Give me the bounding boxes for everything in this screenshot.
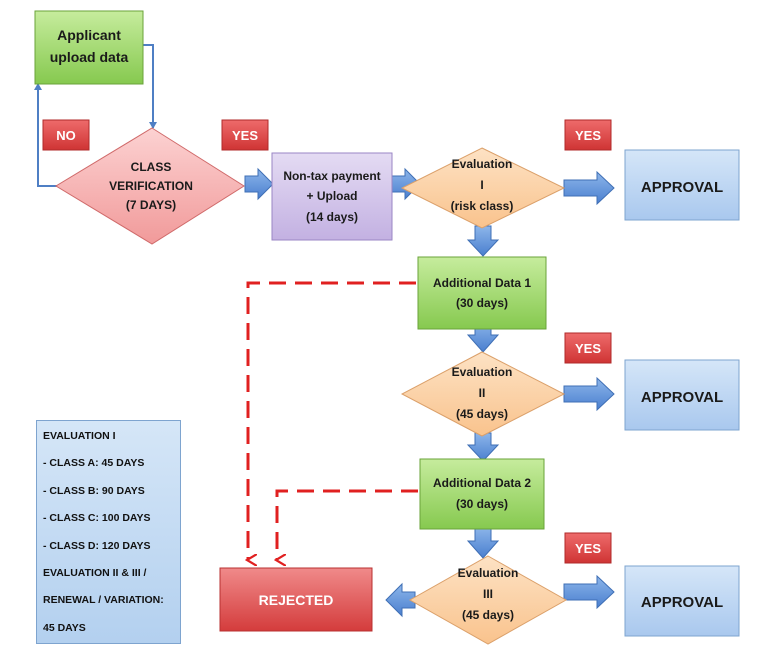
legend-line: 45 DAYS	[43, 621, 86, 634]
evaluation-duration-legend: EVALUATION I - CLASS A: 45 DAYS - CLASS …	[36, 420, 181, 644]
additional-data-2-box: Additional Data 2 (30 days)	[419, 458, 545, 530]
evaluation-2-line-2: II	[479, 386, 486, 400]
evaluation-2-diamond: Evaluation II (45 days)	[400, 351, 566, 437]
additional-data-1-line-2: (30 days)	[456, 296, 508, 310]
approval-box-3: APPROVAL	[624, 565, 740, 637]
arrow-left-evaluation-3-to-rejected	[385, 582, 416, 618]
rejected-box: REJECTED	[219, 567, 373, 632]
evaluation-3-line-1: Evaluation	[458, 566, 519, 580]
connector-applicant-to-verification	[143, 44, 157, 129]
evaluation-2-line-3: (45 days)	[456, 407, 508, 421]
applicant-label-line-2: upload data	[50, 49, 129, 65]
evaluation-3-line-3: (45 days)	[462, 608, 514, 622]
approval-label-2: APPROVAL	[641, 389, 723, 406]
yes-badge-4-label: YES	[575, 541, 601, 556]
evaluation-3-line-2: III	[483, 587, 493, 601]
approval-label-3: APPROVAL	[641, 594, 723, 611]
legend-line: - CLASS A: 45 DAYS	[43, 457, 145, 470]
dashed-path-additional-data-2-to-rejected	[277, 489, 418, 560]
arrow-right-evaluation-1-to-approval	[563, 170, 615, 206]
yes-badge-4: YES	[564, 532, 612, 564]
arrow-down-evaluation-1-to-additional-data-1	[466, 225, 500, 257]
evaluation-2-line-1: Evaluation	[452, 365, 513, 379]
rejection-paths	[248, 281, 418, 560]
approval-label-1: APPROVAL	[641, 179, 723, 196]
yes-badge-2: YES	[564, 119, 612, 151]
class-verification-diamond: CLASS VERIFICATION (7 DAYS)	[55, 127, 245, 245]
yes-badge-3: YES	[564, 332, 612, 364]
no-badge-label: NO	[56, 128, 76, 143]
evaluation-3-diamond: Evaluation III (45 days)	[408, 555, 568, 645]
additional-data-1-line-1: Additional Data 1	[433, 276, 531, 290]
legend-line: EVALUATION I	[43, 430, 116, 442]
payment-line-3: (14 days)	[306, 210, 358, 224]
approval-box-1: APPROVAL	[624, 149, 740, 221]
additional-data-2-line-2: (30 days)	[456, 497, 508, 511]
rejected-label: REJECTED	[259, 592, 334, 608]
yes-badge-3-label: YES	[575, 341, 601, 356]
no-badge: NO	[42, 119, 90, 151]
additional-data-1-box: Additional Data 1 (30 days)	[417, 256, 547, 330]
additional-data-2-line-1: Additional Data 2	[433, 476, 531, 490]
evaluation-1-diamond: Evaluation I (risk class)	[400, 147, 566, 229]
applicant-label-line-1: Applicant	[57, 27, 121, 43]
arrow-down-additional-data-2-to-evaluation-3	[466, 526, 500, 559]
dashed-path-additional-data-1-to-rejected	[248, 281, 416, 560]
arrow-right-evaluation-2-to-approval	[563, 376, 615, 412]
evaluation-1-line-1: Evaluation	[452, 157, 513, 171]
evaluation-1-line-2: I	[480, 178, 483, 192]
legend-line: - CLASS C: 100 DAYS	[43, 512, 151, 525]
connector-no-loop-back	[34, 83, 60, 187]
evaluation-1-line-3: (risk class)	[451, 199, 514, 213]
approval-box-2: APPROVAL	[624, 359, 740, 431]
payment-line-1: Non-tax payment	[283, 169, 380, 183]
legend-line: - CLASS B: 90 DAYS	[43, 484, 145, 497]
arrow-right-evaluation-3-to-approval	[563, 574, 615, 610]
payment-line-2: + Upload	[306, 189, 357, 203]
legend-line: EVALUATION II & III /	[43, 566, 147, 579]
yes-badge-1-label: YES	[232, 128, 258, 143]
arrow-down-evaluation-2-to-additional-data-2	[466, 432, 500, 462]
class-verification-line-3: (7 DAYS)	[126, 198, 176, 212]
yes-badge-2-label: YES	[575, 128, 601, 143]
legend-line: RENEWAL / VARIATION:	[43, 594, 164, 607]
legend-line: - CLASS D: 120 DAYS	[43, 539, 151, 552]
connector-lines	[34, 44, 157, 187]
applicant-upload-box: Applicant upload data	[34, 10, 144, 85]
class-verification-line-1: CLASS	[131, 160, 172, 174]
payment-upload-box: Non-tax payment + Upload (14 days)	[271, 152, 393, 241]
arrow-right-verification-to-payment	[244, 167, 274, 201]
yes-badge-1: YES	[221, 119, 269, 151]
class-verification-line-2: VERIFICATION	[109, 179, 193, 193]
